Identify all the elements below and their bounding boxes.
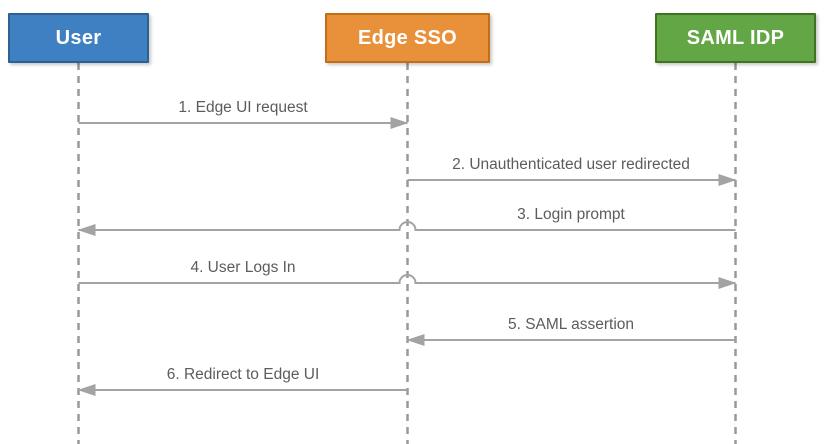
message-label-3: 3. Login prompt [517, 206, 625, 223]
message-label-4: 4. User Logs In [190, 259, 296, 276]
actor-user-label: User [55, 26, 102, 49]
actor-saml-idp: SAML IDP [655, 13, 816, 63]
message-label-1: 1. Edge UI request [178, 99, 308, 116]
actor-saml-idp-label: SAML IDP [686, 26, 785, 49]
message-label-5: 5. SAML assertion [507, 316, 635, 333]
message-arrow-4 [78, 274, 737, 289]
actor-user: User [8, 13, 149, 63]
message-label-2: 2. Unauthenticated user redirected [452, 156, 690, 173]
message-arrow-3 [77, 221, 736, 236]
actor-edge-sso: Edge SSO [325, 13, 490, 63]
message-label-6: 6. Redirect to Edge UI [166, 366, 320, 383]
actor-edge-sso-label: Edge SSO [357, 26, 458, 49]
